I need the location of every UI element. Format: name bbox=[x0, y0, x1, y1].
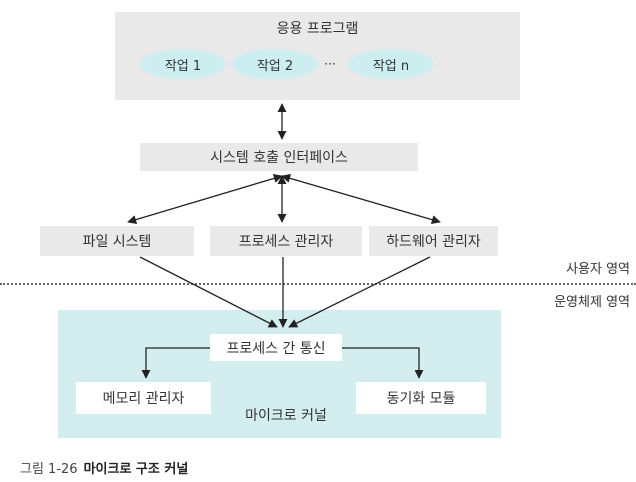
task-1-ellipse: 작업 1 bbox=[140, 49, 226, 79]
arrow-syscall-hw bbox=[281, 173, 441, 225]
sync-module-box: 동기화 모듈 bbox=[356, 382, 486, 414]
file-system-box: 파일 시스템 bbox=[40, 226, 194, 256]
arrow-ipc-sync bbox=[342, 347, 424, 379]
microkernel-label: 마이크로 커널 bbox=[245, 408, 327, 424]
arrow-ipc-memory bbox=[141, 347, 210, 379]
task-n-ellipse: 작업 n bbox=[348, 49, 434, 79]
os-area-label: 운영체제 영역 bbox=[554, 294, 630, 310]
microkernel-region bbox=[58, 310, 501, 438]
mode-divider-line bbox=[0, 283, 636, 285]
hardware-manager-box: 하드웨어 관리자 bbox=[369, 226, 498, 256]
ipc-box: 프로세스 간 통신 bbox=[210, 334, 342, 361]
arrow-fs-ipc bbox=[139, 256, 278, 328]
arrow-syscall-fs bbox=[127, 173, 283, 225]
system-call-interface-box: 시스템 호출 인터페이스 bbox=[140, 143, 418, 171]
task-2-ellipse: 작업 2 bbox=[232, 49, 318, 79]
figure-caption: 그림 1-26 마이크로 구조 커널 bbox=[20, 457, 420, 477]
memory-manager-box: 메모리 관리자 bbox=[76, 382, 211, 414]
process-manager-box: 프로세스 관리자 bbox=[210, 226, 362, 256]
caption-title: 마이크로 구조 커널 bbox=[83, 461, 189, 477]
arrow-hw-ipc bbox=[288, 256, 431, 328]
application-title: 응용 프로그램 bbox=[276, 21, 359, 37]
user-area-label: 사용자 영역 bbox=[566, 261, 630, 277]
task-ellipsis: ··· bbox=[324, 57, 336, 71]
caption-number: 그림 1-26 bbox=[20, 461, 78, 477]
